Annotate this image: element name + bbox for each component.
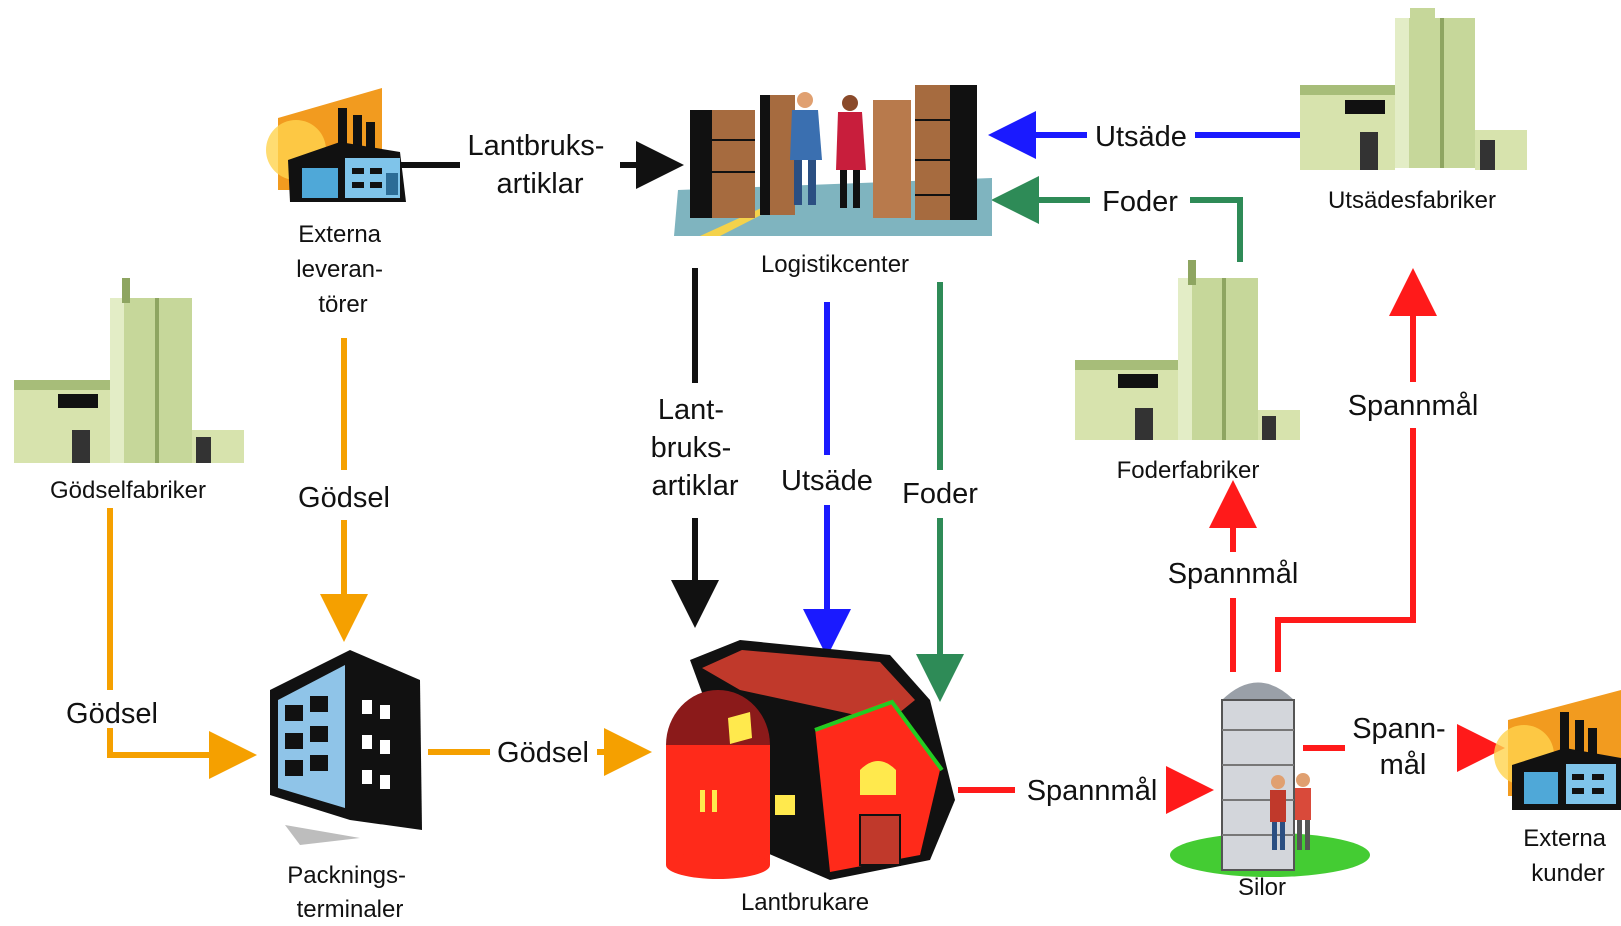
factory-icon (1494, 690, 1621, 810)
edge-lev-to-log: Lantbruks- artiklar (395, 130, 684, 200)
edge-label: Utsäde (1095, 121, 1187, 153)
node-label: Silor (1238, 874, 1286, 901)
node-lantbrukare: Lantbrukare (666, 640, 955, 916)
edge-label: Foder (1102, 186, 1178, 218)
edge-pack-to-lant: Gödsel (428, 728, 652, 776)
mill-icon (1300, 8, 1527, 170)
office-building-icon (270, 650, 422, 845)
node-externa-leverantorer: Externa leveran- törer (266, 88, 406, 318)
node-label: Gödselfabriker (50, 477, 206, 504)
edge-uts-to-log: Utsäde (988, 111, 1300, 159)
edge-label: Gödsel (66, 698, 158, 730)
edge-silo-to-fod: Spannmål (1168, 480, 1299, 672)
edge-label: Spannmål (1168, 558, 1299, 590)
edge-label: Lantbruks- artiklar (467, 130, 612, 200)
node-externa-kunder: Externa kunder (1494, 690, 1621, 887)
barn-icon (666, 640, 955, 880)
node-label: Foderfabriker (1117, 457, 1260, 484)
edge-lev-to-pack: Gödsel (298, 338, 390, 642)
node-godselfabriker: Gödselfabriker (14, 278, 244, 504)
edge-label: Gödsel (298, 482, 390, 514)
warehouse-icon (674, 85, 992, 236)
edge-label: Utsäde (781, 465, 873, 497)
mill-icon (1075, 260, 1300, 440)
edge-label: Spann- mål (1352, 713, 1454, 781)
node-foderfabriker: Foderfabriker (1075, 260, 1300, 484)
node-label: Utsädesfabriker (1328, 187, 1496, 214)
factory-icon (266, 88, 406, 202)
node-label: Externa leveran- törer (296, 221, 389, 318)
node-logistikcenter: Logistikcenter (674, 85, 992, 278)
edge-log-to-lant-art: Lant- bruks- artiklar (651, 268, 740, 628)
node-label: Logistikcenter (761, 251, 909, 278)
edge-silo-to-uts: Spannmål (1275, 268, 1479, 672)
node-silor: Silor (1170, 682, 1370, 901)
edge-lant-to-silo: Spannmål (958, 766, 1214, 814)
edge-label: Foder (902, 478, 978, 510)
edge-fod-to-log: Foder (991, 176, 1243, 262)
edge-label: Spannmål (1027, 775, 1158, 807)
node-packningsterminaler: Packnings- terminaler (270, 650, 422, 923)
node-label: Packnings- terminaler (287, 862, 412, 923)
edge-label: Lant- bruks- artiklar (651, 394, 740, 502)
silo-icon (1170, 682, 1370, 877)
edge-label: Gödsel (497, 737, 589, 769)
mill-icon (14, 278, 244, 463)
edge-log-to-lant-uts: Utsäde (781, 302, 873, 657)
node-utsadesfabriker: Utsädesfabriker (1300, 8, 1527, 214)
node-label: Externa kunder (1523, 825, 1612, 887)
node-label: Lantbrukare (741, 889, 869, 916)
edge-silo-to-kund: Spann- mål (1303, 713, 1505, 781)
edge-label: Spannmål (1348, 390, 1479, 422)
edge-log-to-lant-fod: Foder (902, 282, 978, 702)
edge-godf-to-pack: Gödsel (66, 508, 257, 779)
